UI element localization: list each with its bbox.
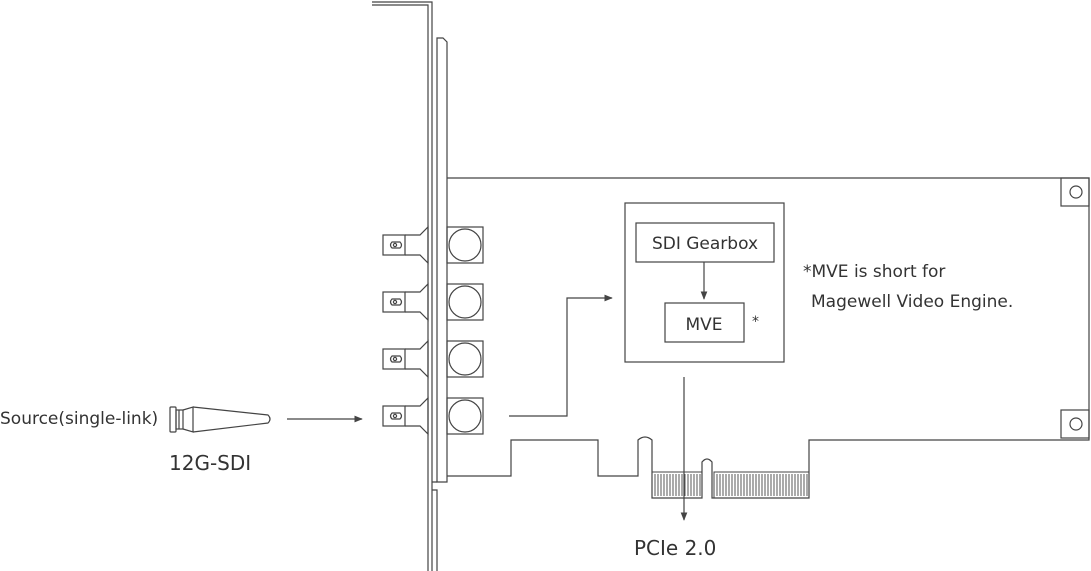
sdi-connector-1 (382, 225, 484, 265)
pcie-label: PCIe 2.0 (634, 536, 716, 560)
connector-to-mve-arrow (509, 294, 613, 417)
mve-box (664, 302, 745, 343)
card-outline (447, 177, 1090, 499)
pcie-bracket (372, 1, 448, 571)
sdi-connector-3 (382, 339, 484, 379)
sdi-gearbox-box (635, 222, 775, 263)
mve-asterisk: * (752, 314, 759, 330)
mve-note-line2: Magewell Video Engine. (811, 292, 1013, 312)
sdi-connector-4 (382, 396, 484, 436)
pad-lines-right (716, 474, 808, 496)
sdi-gearbox-label: SDI Gearbox (652, 234, 758, 254)
sdi-connector-2 (382, 282, 484, 322)
mve-label: MVE (685, 315, 722, 335)
pcie-edge-pads (651, 471, 810, 499)
mounting-hole-top (1060, 177, 1090, 207)
mve-note-line1: *MVE is short for (803, 262, 945, 282)
input-type-label: 12G-SDI (169, 451, 251, 475)
mounting-hole-bottom (1060, 409, 1090, 439)
mve-module-box (624, 202, 785, 363)
source-label: Source(single-link) (0, 409, 158, 429)
sdi-cable-icon (169, 406, 271, 433)
pad-lines-left (654, 474, 701, 496)
